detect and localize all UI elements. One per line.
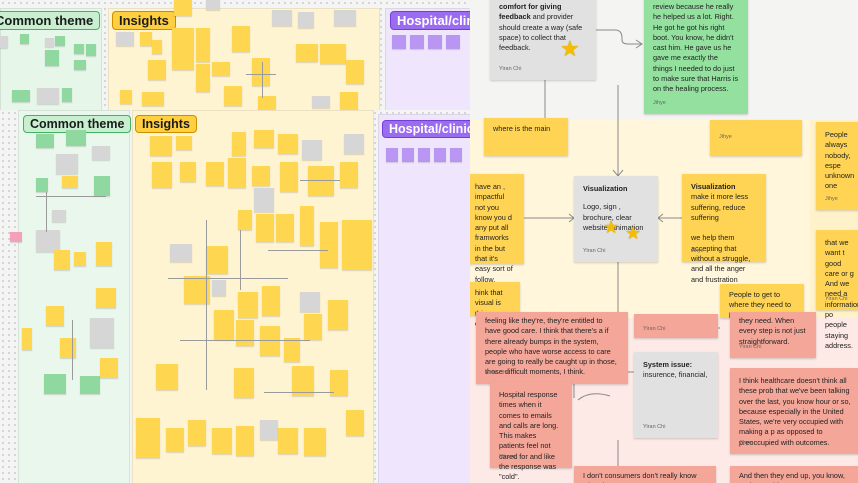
note-author: Yiran Chi xyxy=(499,65,522,72)
sticky-note-straightforward[interactable]: they need. When every step is not just s… xyxy=(730,312,816,358)
sticky-note-system-issue[interactable]: System issue: insurence, financial, Yira… xyxy=(634,352,718,438)
note-author: Yiran Chi xyxy=(583,247,606,254)
board-overview-top[interactable]: Common theme Insights Hospital/clinic xyxy=(0,0,470,110)
note-always-text: People always nobody, espe unknown one xyxy=(825,130,855,191)
note-visual-right-title: Visualization xyxy=(691,182,736,191)
note-feedback-text: and provider should create a way (safe s… xyxy=(499,12,583,53)
note-author: Minami xyxy=(499,453,517,460)
note-author: Jihye xyxy=(825,195,838,202)
sticky-note-yiran[interactable]: Yiran Chi xyxy=(634,314,718,338)
sticky-note-want[interactable]: that we want t good care or g And we nee… xyxy=(816,230,858,350)
common-theme-tag[interactable]: Common theme xyxy=(0,11,101,30)
sticky-note-main[interactable]: where is the main xyxy=(484,118,568,156)
note-author: Jihye xyxy=(739,439,752,446)
note-system-text: insurence, financial, xyxy=(643,370,708,380)
note-author: Jihye xyxy=(691,247,704,254)
star-sticker-icon: ★ xyxy=(603,217,620,237)
note-straight-text: they need. When every step is not just s… xyxy=(739,316,806,346)
sticky-note-entitled[interactable]: feeling like they're, they're entitled t… xyxy=(476,312,628,384)
note-author: Jihye xyxy=(719,134,732,140)
note-author: Yiran Chi xyxy=(643,423,666,430)
board-overview-bottom[interactable]: Common theme Insights Hospital/clinic r.… xyxy=(0,110,470,483)
hospital-section-2 xyxy=(378,114,470,483)
note-healthcare-text: I think healthcare doesn't think all the… xyxy=(739,376,851,447)
zoomed-canvas[interactable]: comfort for giving feedback and provider… xyxy=(470,0,858,483)
sticky-note-impactful[interactable]: have an , impactful not you know you d a… xyxy=(470,174,524,304)
sticky-note-review[interactable]: review because he really he helped us a … xyxy=(644,0,748,114)
common-theme-tag-2[interactable]: Common theme xyxy=(23,115,132,133)
note-system-title: System issue: xyxy=(643,360,693,369)
sticky-note-healthcare[interactable]: I think healthcare doesn't think all the… xyxy=(730,368,858,454)
sticky-note-feedback[interactable]: comfort for giving feedback and provider… xyxy=(490,0,596,80)
star-sticker-icon: ★ xyxy=(625,223,642,243)
sticky-note-end-up[interactable]: And then they end up, you know, and some… xyxy=(730,466,858,483)
insights-tag-2[interactable]: Insights xyxy=(135,115,197,133)
note-feedback-bold: comfort for giving feedback xyxy=(499,2,562,22)
star-sticker-icon: ★ xyxy=(560,36,580,61)
sticky-note-visual-is[interactable]: hink that visual is thing you can do xyxy=(470,282,520,328)
note-hospital-text: Hospital response times when it comes to… xyxy=(499,390,559,482)
sticky-note-hospital-response[interactable]: Hospital response times when it comes to… xyxy=(490,382,572,481)
insights-tag[interactable]: Insights xyxy=(112,11,176,30)
note-author: Yiran Chi xyxy=(825,295,848,302)
note-main-text: where is the main xyxy=(493,124,551,133)
hospital-tag-2[interactable]: Hospital/clinic r... xyxy=(382,120,470,138)
note-want-text: that we want t good care or g And we nee… xyxy=(825,238,858,350)
note-consumers-text: I don't consumers don't really know what… xyxy=(583,471,697,483)
sticky-note-consumers[interactable]: I don't consumers don't really know what… xyxy=(574,466,716,483)
note-author: Yiran Chi xyxy=(485,369,508,376)
note-author: Yiran Chi xyxy=(643,326,666,332)
note-visual-title: Visualization xyxy=(583,184,628,193)
note-review-text: review because he really he helped us a … xyxy=(653,2,739,94)
sticky-note-visualization-right[interactable]: Visualization make it more less sufferin… xyxy=(682,174,766,284)
sticky-note-visualization-center[interactable]: Visualization Logo, sign , brochure, cle… xyxy=(574,176,658,262)
note-visual-text: Logo, sign , brochure, clear website, an… xyxy=(583,202,644,232)
note-visual-right-text: make it more less suffering, reduce suff… xyxy=(691,192,751,284)
note-end-up-text: And then they end up, you know, and some… xyxy=(739,471,845,483)
note-entitled-text: feeling like they're, they're entitled t… xyxy=(485,316,617,377)
sticky-note-jihye[interactable]: Jihye xyxy=(710,120,802,156)
hospital-tag[interactable]: Hospital/clinic xyxy=(390,11,470,30)
note-author: Jihye xyxy=(653,99,666,106)
sticky-note-always[interactable]: People always nobody, espe unknown one J… xyxy=(816,122,858,210)
note-author: Yiran Chi xyxy=(739,343,762,350)
